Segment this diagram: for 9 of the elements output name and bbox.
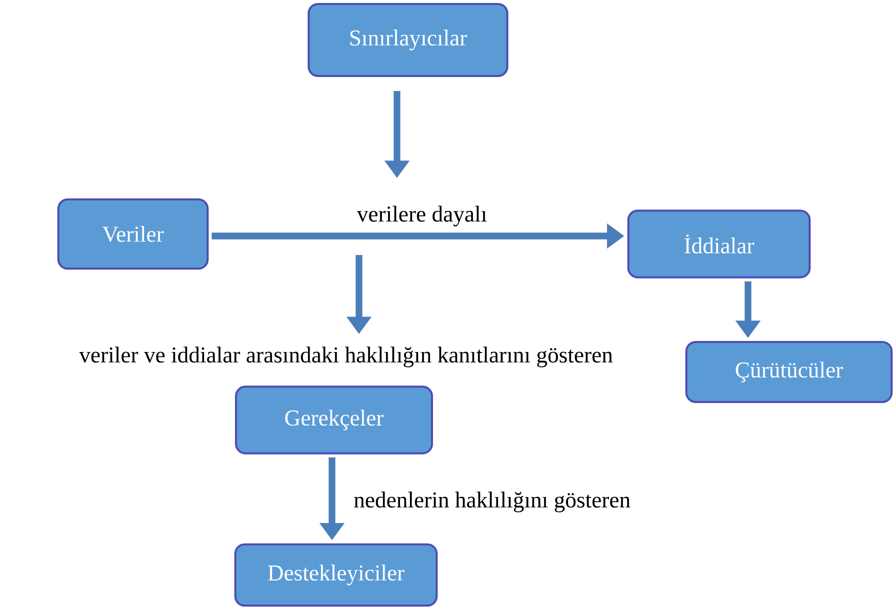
text-label: veriler ve iddialar arasındaki haklılığın kanıtlarını gösteren [79,346,613,368]
process-box: Veriler [57,198,209,270]
process-box: Destekleyiciler [234,543,438,607]
edge-label: verilere dayalı [356,204,488,228]
process-box: İddialar [627,210,811,278]
process-box: Çürütücüler [685,341,893,403]
process-box: Gerekçeler [235,386,433,454]
edge-label: nedenlerin haklılığını gösteren [352,490,632,514]
process-box: Sınırlayıcılar [308,3,508,77]
